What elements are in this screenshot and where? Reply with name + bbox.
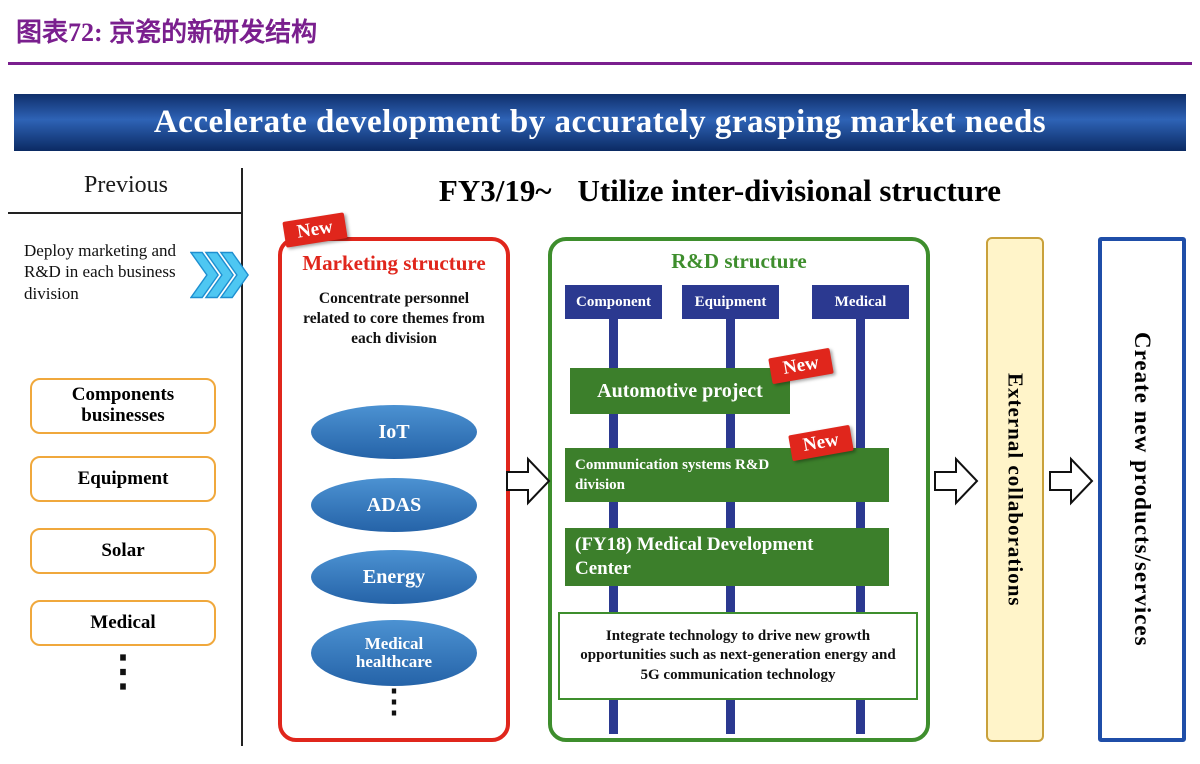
division-line-equipment	[726, 319, 735, 734]
banner: Accelerate development by accurately gra…	[14, 94, 1186, 151]
previous-box-label: Medical	[90, 611, 156, 633]
flow-arrow-icon	[934, 456, 979, 506]
previous-box-label: Components businesses	[71, 384, 175, 426]
theme-ellipse-adas: ADAS	[311, 478, 477, 532]
banner-text: Accelerate development by accurately gra…	[153, 104, 1047, 140]
external-collaborations-box: External collaborations	[986, 237, 1044, 742]
division-label: Medical	[834, 293, 887, 310]
division-tab-equipment: Equipment	[682, 285, 779, 319]
triple-chevron-icon	[190, 251, 249, 299]
caption-divider	[8, 62, 1192, 65]
fy-prefix: FY3/19~	[438, 173, 552, 208]
project-bar-medical-development: (FY18) Medical Development Center	[565, 528, 889, 586]
rnd-note-box: Integrate technology to drive new growth…	[558, 612, 918, 700]
previous-heading: Previous	[84, 172, 168, 198]
previous-box-components: Components businesses	[30, 378, 216, 434]
rnd-note-text: Integrate technology to drive new growth…	[580, 627, 896, 683]
column-divider	[241, 168, 243, 746]
theme-ellipse-medical-healthcare: Medical healthcare	[311, 620, 477, 686]
theme-label: Energy	[362, 565, 426, 588]
rnd-title: R&D structure	[671, 249, 807, 273]
division-line-component	[609, 319, 618, 734]
create-products-label: Create new products/services	[1130, 332, 1155, 647]
previous-box-label: Equipment	[77, 467, 169, 489]
project-bar-automotive: Automotive project	[570, 368, 790, 414]
figure-caption: 图表72: 京瓷的新研发结构	[16, 18, 318, 47]
theme-label: IoT	[378, 420, 410, 443]
division-label: Equipment	[694, 293, 767, 310]
flow-arrow-icon	[506, 456, 551, 506]
fy-text: Utilize inter-divisional structure	[577, 173, 1002, 208]
project-label: Automotive project	[597, 379, 763, 402]
division-tab-medical: Medical	[812, 285, 909, 319]
external-collaborations-label: External collaborations	[1003, 372, 1028, 607]
theme-label: ADAS	[366, 493, 422, 516]
division-line-medical	[856, 319, 865, 734]
theme-ellipse-iot: IoT	[311, 405, 477, 459]
flow-arrow-icon	[1049, 456, 1094, 506]
create-products-box: Create new products/services	[1098, 237, 1186, 742]
marketing-title: Marketing structure	[302, 251, 486, 275]
fy-heading: FY3/19~ Utilize inter-divisional structu…	[250, 173, 1190, 209]
theme-label: Medical healthcare	[355, 634, 433, 671]
previous-box-equipment: Equipment	[30, 456, 216, 502]
rnd-structure-box: R&D structure Component Equipment Medica…	[548, 237, 930, 742]
division-tab-component: Component	[565, 285, 662, 319]
division-label: Component	[575, 293, 651, 310]
project-label: (FY18) Medical Development Center	[575, 534, 814, 579]
theme-ellipse-energy: Energy	[311, 550, 477, 604]
new-badge-automotive: New	[768, 347, 834, 385]
marketing-vertical-ellipsis: ⋮	[378, 683, 410, 719]
previous-box-medical: Medical	[30, 600, 216, 646]
previous-underline	[8, 212, 242, 214]
marketing-description: Concentrate personnel related to core th…	[303, 290, 485, 348]
previous-box-solar: Solar	[30, 528, 216, 574]
marketing-structure-box: Marketing structure Concentrate personne…	[278, 237, 510, 742]
previous-box-label: Solar	[101, 539, 145, 561]
previous-description: Deploy marketing and R&D in each busines…	[24, 241, 177, 303]
previous-vertical-ellipsis: ⋮	[102, 649, 144, 695]
project-label: Communication systems R&D division	[575, 456, 770, 493]
project-bar-communication: Communication systems R&D division	[565, 448, 889, 502]
